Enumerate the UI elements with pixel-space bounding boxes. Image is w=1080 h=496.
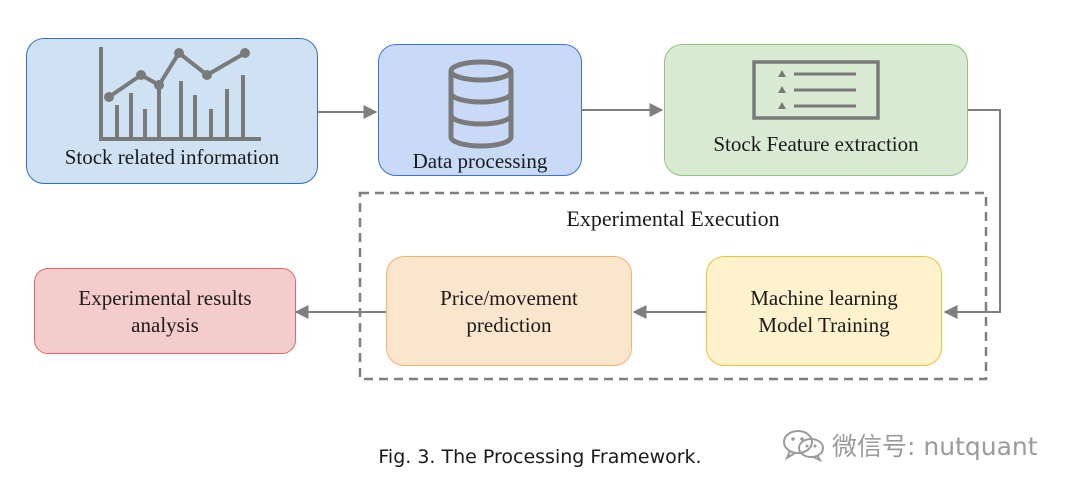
node-stock-related-information: Stock related information <box>26 38 318 184</box>
node-experimental-results-analysis: Experimental results analysis <box>34 268 296 354</box>
experimental-execution-title: Experimental Execution <box>566 206 780 231</box>
figure-caption: Fig. 3. The Processing Framework. <box>378 446 702 468</box>
watermark-text: 微信号: nutquant <box>832 432 1038 461</box>
node-stock-feature-extraction-label: Stock Feature extraction <box>713 132 919 156</box>
node-price-movement-prediction-label: Price/movement prediction <box>440 286 578 337</box>
node-experimental-results-analysis-label: Experimental results analysis <box>78 286 252 337</box>
experimental-execution-group-border <box>358 191 988 381</box>
watermark: 微信号: nutquant <box>782 427 1038 463</box>
edge-feature-extraction-to-ml-training <box>943 109 1001 319</box>
bar-line-chart-icon <box>99 47 261 141</box>
node-ml-model-training: Machine learning Model Training <box>706 256 942 366</box>
feature-list-icon <box>752 60 880 120</box>
node-stock-related-information-label: Stock related information <box>64 145 280 169</box>
node-data-processing: Data processing <box>378 44 582 176</box>
database-icon <box>448 59 514 149</box>
wechat-icon <box>783 430 824 462</box>
node-ml-model-training-label: Machine learning Model Training <box>750 286 898 337</box>
node-price-movement-prediction: Price/movement prediction <box>386 256 632 366</box>
node-stock-feature-extraction: Stock Feature extraction <box>664 44 968 176</box>
node-data-processing-label: Data processing <box>412 149 548 173</box>
